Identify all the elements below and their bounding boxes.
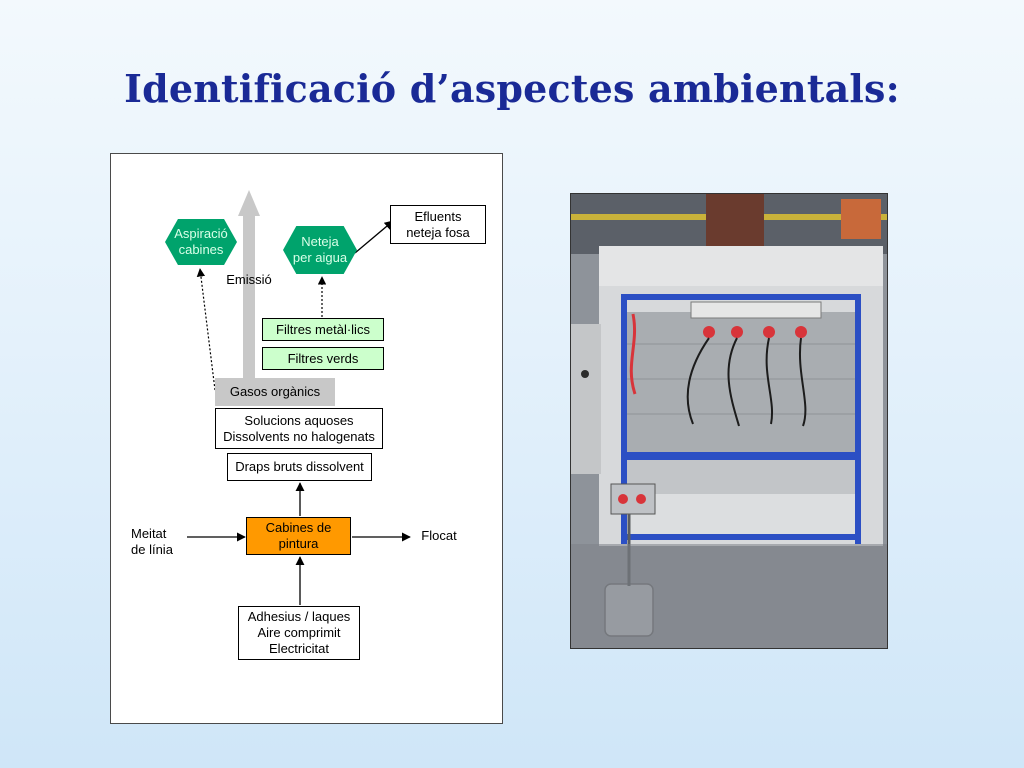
- emission-arrow: [238, 190, 260, 379]
- diagram-connectors: [187, 190, 411, 605]
- node-cabines-de-pintura: Cabines de pintura: [246, 517, 351, 555]
- node-adhesius-laques: Adhesius / laques Aire comprimit Electri…: [238, 606, 360, 660]
- process-diagram: Aspiració cabines Neteja per aigua Eflue…: [110, 153, 503, 724]
- node-efluents-neteja-fosa: Efluents neteja fosa: [390, 205, 486, 244]
- node-solucions-aquoses: Solucions aquoses Dissolvents no halogen…: [215, 408, 383, 449]
- label-emissio: Emissió: [226, 272, 272, 287]
- label-meitat-de-linia: Meitat de línia: [131, 526, 173, 557]
- node-gasos-organics: Gasos orgànics: [215, 378, 335, 406]
- paint-booth-photo: [570, 193, 888, 649]
- node-filtres-metallics: Filtres metàl·lics: [262, 318, 384, 341]
- label-flocat: Flocat: [421, 528, 457, 543]
- node-draps-bruts: Draps bruts dissolvent: [227, 453, 372, 481]
- node-filtres-verds: Filtres verds: [262, 347, 384, 370]
- link-neteja-efluents: [354, 220, 394, 254]
- node-aspiracio-cabines: Aspiració cabines: [165, 219, 237, 265]
- slide-title: Identificació d’aspectes ambientals:: [124, 66, 900, 111]
- node-neteja-per-aigua: Neteja per aigua: [283, 226, 357, 274]
- dotted-link-gasos-aspiracio: [196, 268, 216, 391]
